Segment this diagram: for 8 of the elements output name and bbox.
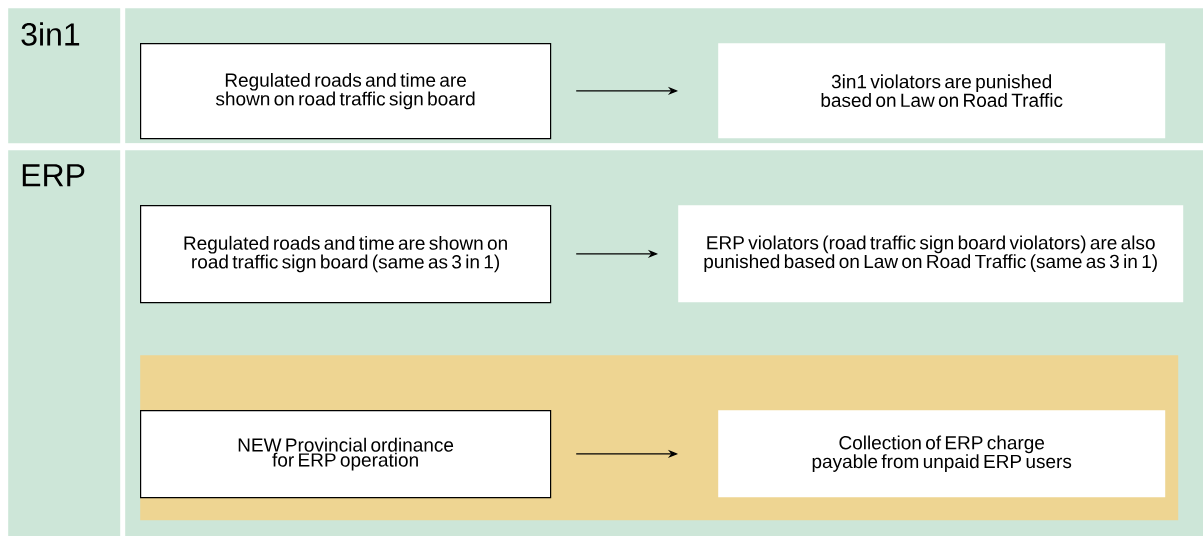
- text-box: 3in1 violators are punished based on Law on Road Traffic: [718, 43, 1166, 139]
- text-box: ERP violators (road traffic sign board violators) are also punished based on Law on Road Traffic (same as 3 in 1): [678, 205, 1184, 303]
- row-header-cell: 3in1: [8, 8, 121, 144]
- text-box: Collection of ERP charge payable from unpaid ERP users: [718, 410, 1166, 498]
- text-box: Regulated roads and time are shown on road traffic sign board (same as 3 in 1): [140, 205, 552, 304]
- text-box: Regulated roads and time are shown on road traffic sign board: [140, 43, 552, 140]
- row-header-cell: ERP: [8, 150, 121, 536]
- text-box: NEW Provincial ordinance for ERP operation: [140, 410, 552, 499]
